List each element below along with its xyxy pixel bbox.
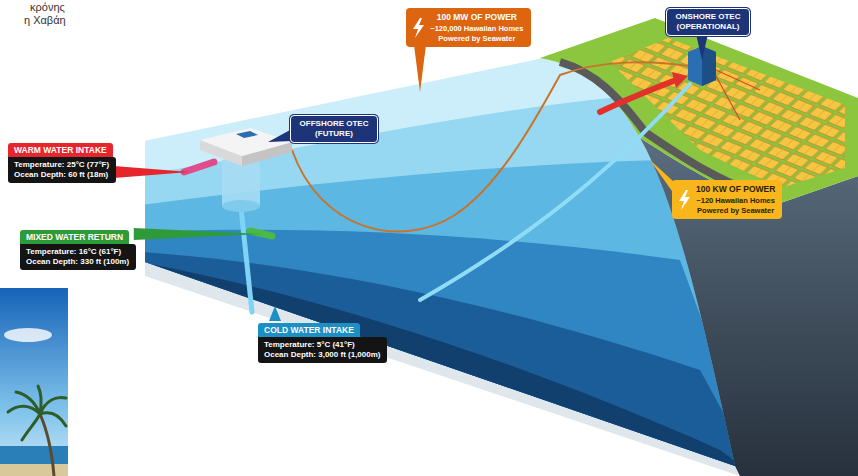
photo-cloud [4,328,52,342]
callout-heading: 100 MW OF POWER [430,12,524,23]
caption-fragment: κρόνης [30,1,65,14]
callout-heading: ONSHORE OTEC (OPERATIONAL) [672,12,744,32]
return-callout: MIXED WATER RETURNTemperature: 16°C (61°… [20,226,136,270]
ocean-layer [140,262,760,476]
callout-pointer [650,160,674,194]
power-cable [292,62,688,231]
warm-water-pipe [600,80,676,112]
platform-callout: OFFSHORE OTEC (FUTURE) [290,115,378,143]
intake-callout: WARM WATER INTAKETemperature: 25°C (77°F… [8,139,116,183]
platform-module [236,131,258,138]
palm-trunk [40,414,54,476]
power-wire [716,76,740,120]
warm-intake-pipe [184,162,214,172]
seabed-slope [640,138,858,476]
platform-hull [222,160,260,206]
callout-pointer [268,129,292,142]
callout-pointer [696,34,708,60]
callout-text: ~120 Hawaiian Homes Powered by Seawater [696,196,775,215]
lightning-icon [679,190,690,210]
flow-arrowhead [672,72,688,88]
mixed-return-pipe [250,231,272,236]
ocean-layer [140,252,760,476]
lightning-icon [677,190,691,210]
power-callout: 100 MW OF POWER~120,000 Hawaiian Homes P… [406,8,531,47]
platform-hull [222,200,260,212]
caption-fragment: η Χαβάη [24,14,66,27]
solar-panels [610,38,845,188]
photo-sea [0,446,68,464]
palm-photo [0,288,68,476]
callout-heading: MIXED WATER RETURN [20,230,129,244]
ocean-layer [140,160,760,476]
palm-fronds [8,386,66,440]
callout-pointers [114,34,708,321]
lightning-icon [413,18,424,38]
sea-surface-edge [145,58,540,140]
callout-text: Temperature: 5°C (41°F) Ocean Depth: 3,0… [258,337,387,363]
callout-text: Temperature: 25°C (77°F) Ocean Depth: 60… [8,157,116,183]
ocean-layer [140,230,760,476]
cold-water-pipe [241,208,252,312]
callout-pointer [414,45,426,92]
callout-text: Temperature: 16°C (61°F) Ocean Depth: 33… [20,244,136,270]
power-callout: 100 KW OF POWER~120 Hawaiian Homes Power… [672,180,782,219]
callout-pointer [269,306,281,321]
platform-callout: ONSHORE OTEC (OPERATIONAL) [666,8,750,36]
intake-callout: COLD WATER INTAKETemperature: 5°C (41°F)… [258,319,387,363]
callout-heading: COLD WATER INTAKE [258,323,360,337]
callout-heading: OFFSHORE OTEC (FUTURE) [296,119,372,139]
callout-text: ~120,000 Hawaiian Homes Powered by Seawa… [430,24,524,43]
lightning-icon [411,18,425,38]
callout-heading: 100 KW OF POWER [696,184,775,195]
callout-pointer [114,166,190,178]
callout-pointer [134,228,262,240]
callout-heading: WARM WATER INTAKE [8,143,113,157]
onshore-cold-pipe [420,84,690,300]
offshore-platform [200,128,292,156]
onshore-plant [702,46,716,86]
land-surface [540,18,858,206]
photo-beach [0,464,68,476]
